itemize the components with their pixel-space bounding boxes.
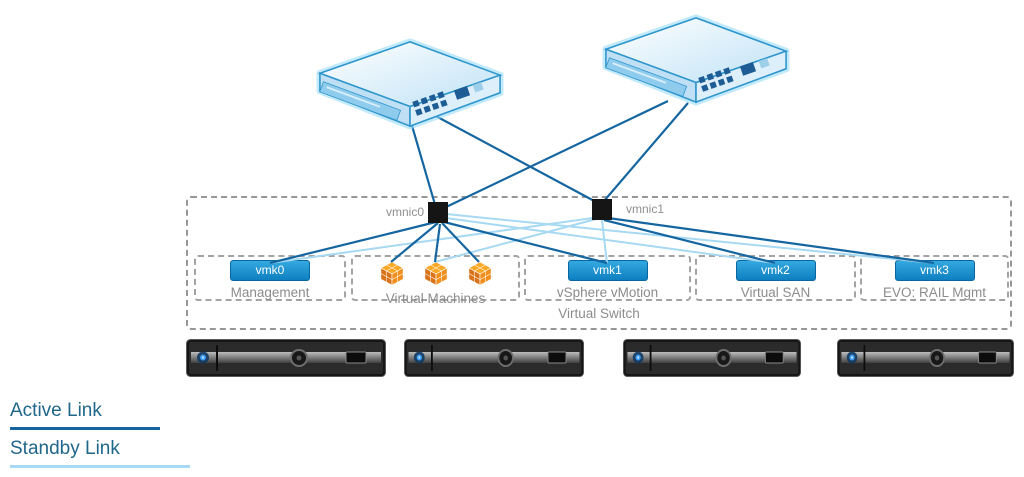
vmnic1-adapter [592,199,612,220]
link-vmnic1-vmk1-standby [601,219,608,264]
vmk3-badge: vmk3 [894,260,975,281]
portgroup-virtual-san-label: Virtual SAN [740,285,811,300]
physical-switch-2-icon [598,12,794,106]
vmnic0-adapter [428,202,448,223]
active-links [269,100,935,265]
legend-standby-link-label: Standby Link [10,438,120,459]
legend-standby-link-swatch [10,465,190,468]
vmnic0-label: vmnic0 [385,205,424,219]
link-vmnic0-vmk3-standby [445,213,935,264]
vmk0-badge: vmk0 [230,260,310,281]
link-vmnic0-vmk1-active [443,220,608,265]
link-vmnic0-vm3-active [441,222,480,263]
virtual-switch-container [186,196,1012,330]
server-node-3-icon [623,339,801,377]
virtual-switch-label: Virtual Switch [558,306,640,321]
vmk1-badge: vmk1 [567,260,648,281]
link-vmnic1-vmk3-active [607,216,935,265]
link-switch2-vmnic0-active [443,100,669,209]
portgroup-vsphere-vmotion: vmk1 vSphere vMotion [524,255,691,301]
server-node-4-icon [837,339,1014,377]
link-vmnic0-vmk2-standby [445,217,776,264]
link-vmnic0-vmk0-active [269,220,437,265]
link-switch1-vmnic1-active [431,113,599,204]
vmnic1-label: vmnic1 [626,202,665,216]
legend-active-link-swatch [10,427,160,430]
server-node-2-icon [404,339,584,377]
link-vmnic1-vmk2-active [603,218,776,265]
standby-links [269,213,935,264]
link-vmnic0-vm1-active [390,222,439,263]
portgroup-management-label: Management [230,285,310,300]
portgroup-virtual-san: vmk2 Virtual SAN [695,255,856,301]
legend: Active Link Standby Link [10,400,190,468]
vmk2-badge: vmk2 [735,260,816,281]
portgroup-evo-rail-mgmt-label: EVO: RAIL Mgmt [882,285,987,300]
legend-active-link-label: Active Link [10,400,102,421]
portgroup-vsphere-vmotion-label: vSphere vMotion [556,285,659,300]
link-switch2-vmnic1-active [603,102,689,202]
portgroup-management: vmk0 Management [194,255,346,301]
server-node-1-icon [186,339,386,377]
physical-switch-1-icon [312,36,508,130]
portgroup-evo-rail-mgmt: vmk3 EVO: RAIL Mgmt [860,255,1009,301]
portgroup-virtual-machines-label: Virtual Machines [385,291,486,306]
link-vmnic0-vm2-active [433,223,442,263]
